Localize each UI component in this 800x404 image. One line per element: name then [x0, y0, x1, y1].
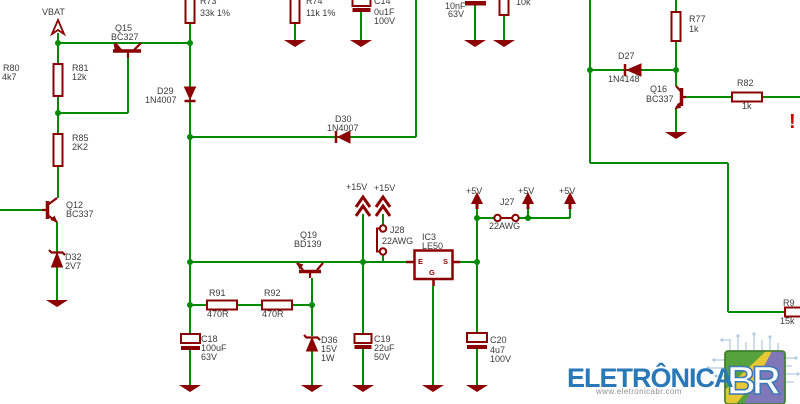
plus5v-label: +5V	[518, 186, 535, 196]
plus5v-label: +5V	[466, 186, 483, 196]
r91-name: R91	[209, 288, 226, 298]
r10k-value: 10k	[516, 0, 531, 7]
d30-value: 1N4007	[327, 123, 359, 133]
d36-name: D36	[321, 335, 338, 345]
transistor-q15	[113, 42, 142, 58]
r77-name: R77	[689, 14, 706, 24]
c19-value: 22uF	[374, 343, 395, 353]
j28-value: 22AWG	[382, 236, 414, 246]
r92-value: 470R	[262, 309, 284, 319]
ground-symbols	[46, 40, 687, 392]
j27-name: J27	[500, 197, 515, 207]
q16-value: BC337	[646, 94, 674, 104]
c19-name: C19	[374, 334, 391, 344]
transistor-q19	[296, 262, 324, 278]
logo-url: www.eletronicabr.com	[596, 387, 682, 396]
ic3-pin-e: E	[418, 257, 424, 266]
c10n-value: 10nF	[445, 1, 466, 11]
r82-name: R82	[737, 78, 754, 88]
jumper-j27	[493, 213, 520, 223]
erc-error-marker: !	[789, 111, 796, 133]
d29-name: D29	[157, 86, 174, 96]
transistor-q16	[674, 85, 686, 110]
r85-value: 2K2	[72, 142, 89, 152]
q12-value: BC337	[66, 209, 94, 219]
d27-name: D27	[618, 51, 635, 61]
ic3-pin-g: G	[429, 268, 435, 277]
j28-name: J28	[390, 225, 405, 235]
plus15v-arrow-icon	[354, 194, 392, 217]
wire-layer	[0, 0, 800, 385]
d29-value: 1N4007	[145, 95, 177, 105]
plus15v-label: +15V	[374, 183, 396, 193]
d27-value: 1N4148	[608, 74, 640, 84]
r74-name: R74	[306, 0, 323, 6]
c20-name: C20	[490, 335, 507, 345]
c14-value: 0u1F	[374, 7, 395, 17]
r73-value: 33k 1%	[200, 8, 231, 18]
d36-value: 15V	[321, 344, 338, 354]
q19-value: BD139	[294, 239, 322, 249]
r92-name: R92	[264, 288, 281, 298]
r80-name: R80	[3, 63, 20, 73]
c19-voltage: 50V	[374, 352, 391, 362]
q15-name: Q15	[115, 23, 133, 33]
d32-name: D32	[65, 252, 82, 262]
r73-name: R73	[200, 0, 217, 6]
q19-name: Q19	[300, 230, 318, 240]
c14-voltage: 100V	[374, 16, 396, 26]
capacitor-symbols	[180, 0, 488, 350]
c18-name: C18	[201, 334, 218, 344]
ic3-regulator	[406, 249, 460, 286]
r85-name: R85	[72, 133, 89, 143]
d30-name: D30	[335, 114, 352, 124]
j27-value: 22AWG	[489, 221, 521, 231]
ic3-pin-s: S	[443, 257, 449, 266]
diode-d29	[183, 86, 197, 103]
resistor-symbols	[52, 0, 800, 318]
vbat-label: VBAT	[42, 7, 65, 17]
c10n-voltage: 63V	[448, 9, 465, 19]
r91-value: 470R	[207, 309, 229, 319]
ic3-name: IC3	[422, 232, 437, 242]
plus5v-arrow-icon	[471, 192, 576, 209]
diode-d27	[623, 63, 642, 77]
vbat-arrow-icon	[49, 17, 67, 37]
r77-value: 1k	[689, 24, 699, 34]
transistor-q12	[42, 197, 58, 223]
logo-br-text: BR	[727, 359, 781, 403]
plus5v-label: +5V	[559, 186, 576, 196]
c14-name: C14	[374, 0, 391, 6]
c18-value: 100uF	[201, 343, 227, 353]
diode-d30	[334, 130, 351, 144]
c20-voltage: 100V	[490, 354, 512, 364]
plus15v-label: +15V	[346, 182, 368, 192]
r74-value: 11k 1%	[306, 8, 336, 18]
r81-name: R81	[72, 63, 89, 73]
c18-voltage: 63V	[201, 352, 218, 362]
r9x-value: 15k	[780, 316, 795, 326]
zener-d36	[303, 334, 321, 352]
junction-dots	[55, 40, 679, 308]
jumper-j28	[376, 224, 388, 256]
d32-value: 2V7	[65, 261, 82, 271]
logo-chip-icon: BR	[706, 332, 800, 404]
zener-d32	[48, 249, 66, 268]
q12-name: Q12	[66, 200, 84, 210]
r9x-name: R9	[783, 298, 795, 308]
r80-value: 4k7	[2, 72, 17, 82]
q16-name: Q16	[650, 84, 668, 94]
r81-value: 12k	[72, 72, 87, 82]
c20-value: 4u7	[490, 345, 506, 355]
q15-value: BC327	[111, 32, 139, 42]
r82-value: 1k	[742, 101, 752, 111]
ic3-value: LE50	[422, 241, 444, 251]
logo-wordmark: ELETRÔNICA	[567, 363, 733, 393]
d36-power: 1W	[321, 353, 335, 363]
